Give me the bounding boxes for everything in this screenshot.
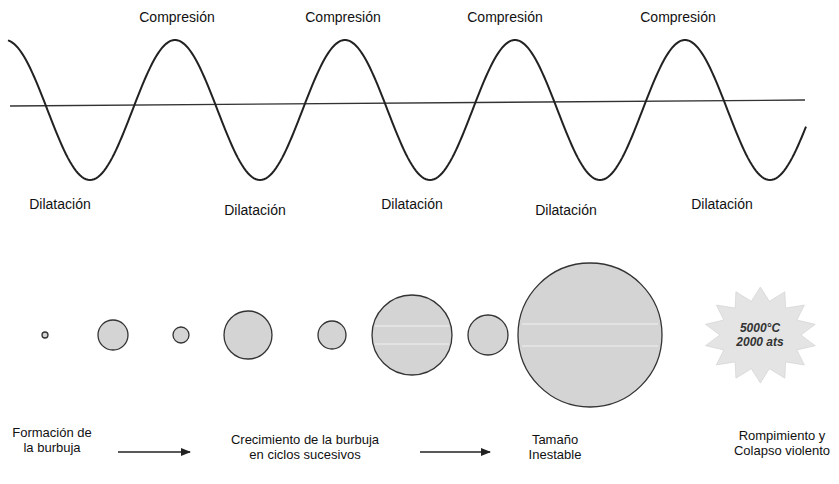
bubble [468, 315, 508, 355]
pressure-wave [8, 40, 806, 180]
flow-arrow [420, 451, 490, 453]
stage-label: Formación de la burbuja [10, 425, 94, 455]
highlight [522, 346, 658, 347]
phase-label: Compresión [305, 10, 380, 25]
stage-label: Rompimiento y Colapso violento [730, 428, 834, 458]
phase-label: Dilatación [224, 203, 285, 218]
phase-label: Compresión [139, 10, 214, 25]
phase-label: Dilatación [535, 203, 596, 218]
bubble [372, 295, 452, 375]
stage-label: Crecimiento de la burbuja en ciclos suce… [230, 432, 380, 462]
phase-label: Compresión [640, 10, 715, 25]
burst-star: 5000°C 2000 ats [704, 287, 817, 383]
phase-label: Dilatación [29, 197, 90, 212]
bubble [98, 320, 128, 350]
burst-value: 5000°C 2000 ats [729, 321, 791, 349]
phase-label: Dilatación [381, 197, 442, 212]
phase-label: Compresión [467, 10, 542, 25]
highlight [375, 326, 449, 327]
highlight [375, 344, 449, 345]
highlight [522, 324, 658, 325]
bubble [318, 321, 346, 349]
stage-label: Tamaño Inestable [515, 432, 595, 462]
bubble [224, 311, 272, 359]
bubble [173, 327, 189, 343]
flow-arrow [118, 451, 190, 453]
phase-label: Dilatación [691, 197, 752, 212]
bubble [518, 263, 662, 407]
bubble [42, 332, 48, 338]
axis-line [10, 100, 805, 106]
